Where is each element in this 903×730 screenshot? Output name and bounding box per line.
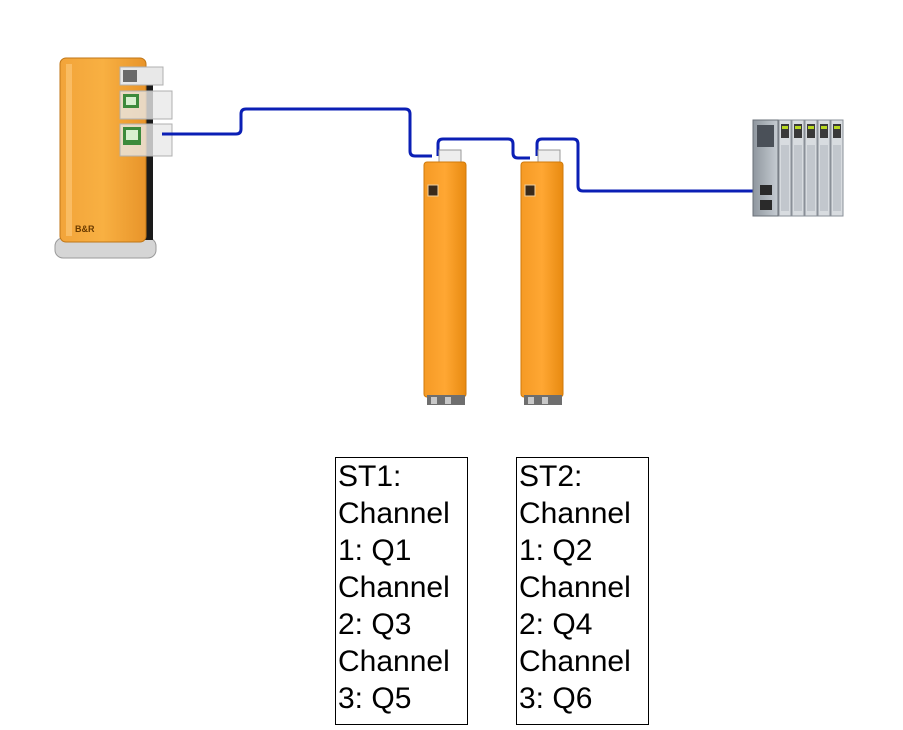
label-line: Channel: [519, 645, 631, 678]
plc-controller[interactable]: B&R: [54, 57, 173, 259]
label-line: Channel: [338, 645, 450, 678]
cable-st2-to-io: [535, 137, 766, 193]
label-line: Channel: [519, 571, 631, 604]
label-line: 3: Q5: [338, 682, 412, 715]
cable-controller-to-st1: [162, 107, 432, 158]
interface-slot[interactable]: [119, 66, 164, 86]
status-led: [524, 184, 536, 197]
label-line: Channel: [338, 571, 450, 604]
io-module: [804, 119, 818, 217]
drive-module-st1[interactable]: [423, 149, 467, 405]
io-module: [830, 119, 844, 217]
label-line: ST1:: [338, 460, 402, 493]
terminal-grid: [781, 145, 841, 211]
drive-module-st2[interactable]: [520, 149, 564, 405]
io-module: [791, 119, 805, 217]
label-line: ST2:: [519, 460, 583, 493]
label-line: Channel: [338, 497, 450, 530]
label-line: 2: Q4: [519, 608, 593, 641]
interface-slot[interactable]: [119, 90, 173, 120]
st1-channel-label: ST1: Channel 1: Q1 Channel 2: Q3 Channel…: [335, 457, 468, 725]
label-line: 3: Q6: [519, 682, 593, 715]
ethernet-port: [760, 185, 772, 195]
brand-logo: B&R: [75, 224, 95, 234]
remote-io-station[interactable]: [752, 119, 844, 217]
io-module: [778, 119, 792, 217]
st2-channel-label: ST2: Channel 1: Q2 Channel 2: Q4 Channel…: [516, 457, 649, 725]
io-module: [817, 119, 831, 217]
label-line: 1: Q2: [519, 534, 593, 567]
label-line: 1: Q1: [338, 534, 412, 567]
ethernet-port: [760, 200, 772, 210]
network-cables: [162, 107, 766, 193]
interface-slot[interactable]: [119, 123, 173, 157]
status-led: [427, 184, 439, 197]
cable-st1-to-st2: [436, 137, 530, 160]
label-line: 2: Q3: [338, 608, 412, 641]
label-line: Channel: [519, 497, 631, 530]
